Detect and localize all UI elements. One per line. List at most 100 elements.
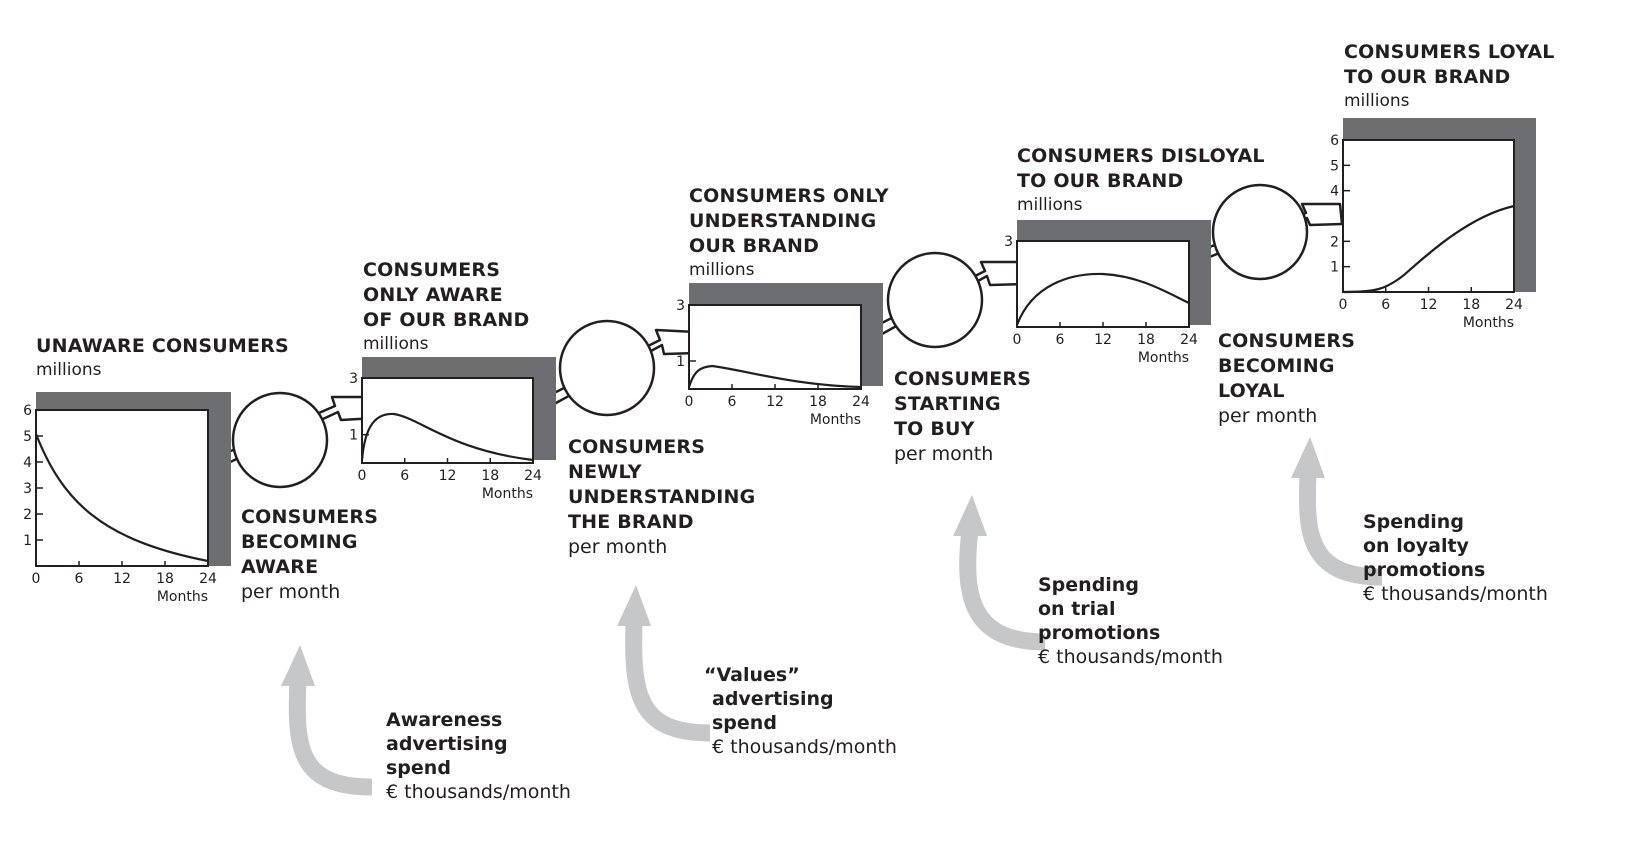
chart-area-4 [1016, 240, 1190, 328]
x-axis-label: Months [157, 589, 208, 605]
stock-title-unaware: UNAWARE CONSUMERS [36, 335, 289, 357]
valves [231, 183, 1309, 489]
stock-unit-understanding: millions [689, 260, 755, 280]
stock-label-unaware: UNAWARE CONSUMERS millions [36, 334, 289, 381]
x-tick-label: 12 [766, 394, 784, 410]
spend-unit-loyalty: € thousands/month [1363, 583, 1548, 605]
y-tick-label: 3 [23, 481, 32, 497]
stock-unit-loyal: millions [1344, 91, 1410, 111]
x-axis-label: Months [810, 412, 861, 428]
loyalty-spend-arrow [1298, 471, 1383, 586]
spend-unit-values: € thousands/month [712, 736, 897, 758]
flow-unit-becoming-loyal: per month [1218, 405, 1318, 427]
x-tick-label: 18 [481, 468, 499, 484]
x-tick-label: 18 [1137, 332, 1155, 348]
flow-unit-starting-to-buy: per month [894, 443, 994, 465]
arrowhead-3 [953, 495, 987, 536]
chart-area-3 [688, 304, 862, 390]
trial-spend-arrow [959, 529, 1046, 651]
flow-label-becoming-loyal: CONSUMERS BECOMING LOYAL per month [1218, 329, 1355, 428]
valve-becoming-aware [231, 391, 329, 489]
curve-aware [360, 412, 534, 462]
stock-boxes [35, 118, 1536, 567]
x-tick-label: 0 [685, 394, 694, 410]
x-tick-label: 12 [1094, 332, 1112, 348]
y-tick-label: 3 [676, 298, 685, 314]
y-tick-label: 2 [23, 507, 32, 523]
values-spend-arrow [625, 619, 711, 742]
x-tick-label: 0 [358, 468, 367, 484]
curve-loyal [1342, 204, 1515, 294]
y-tick-label: 6 [1330, 133, 1339, 149]
x-tick-label: 0 [1339, 297, 1348, 313]
x-tick-label: 0 [1013, 332, 1022, 348]
spend-label-values: “Values” advertising spend € thousands/m… [704, 663, 897, 759]
curve-disloyal [1015, 272, 1190, 326]
spend-unit-awareness: € thousands/month [386, 781, 571, 803]
arrowhead-4 [1291, 437, 1325, 478]
y-tick-label: 1 [349, 428, 358, 444]
x-tick-label: 24 [524, 468, 542, 484]
spend-title-awareness: Awareness advertising spend [386, 709, 508, 779]
x-tick-label: 6 [75, 571, 84, 587]
spend-title-loyalty: Spending on loyalty promotions [1363, 511, 1486, 581]
x-tick-label: 6 [1381, 297, 1390, 313]
y-tick-label: 6 [23, 403, 32, 419]
influence-arrowheads [281, 437, 1325, 686]
valve-starting-to-buy [886, 251, 984, 349]
flow-title-starting-to-buy: CONSUMERS STARTING TO BUY [894, 368, 1032, 440]
chart-area-5 [1342, 139, 1515, 293]
influence-arrows [288, 471, 1383, 796]
x-tick-label: 0 [32, 571, 41, 587]
stock-box-aware [361, 357, 556, 464]
x-tick-label: 6 [400, 468, 409, 484]
x-axis-label: Months [1138, 350, 1189, 366]
spend-label-loyalty: Spending on loyalty promotions € thousan… [1363, 510, 1548, 606]
spend-unit-trial: € thousands/month [1038, 646, 1223, 668]
arrowhead-1 [281, 645, 315, 686]
spend-label-trial: Spending on trial promotions € thousands… [1038, 573, 1223, 669]
flow-label-starting-to-buy: CONSUMERS STARTING TO BUY per month [894, 367, 1031, 466]
flow-title-newly-understanding: CONSUMERS NEWLY UNDERSTANDING THE BRAND [568, 436, 756, 533]
stock-label-loyal: CONSUMERS LOYAL TO OUR BRAND millions [1344, 40, 1555, 112]
curve-understanding [687, 364, 862, 389]
stock-title-understanding: CONSUMERS ONLY UNDERSTANDING OUR BRAND [689, 185, 889, 257]
x-tick-label: 12 [439, 468, 457, 484]
chart-area-1 [35, 409, 209, 567]
arrowhead-2 [617, 585, 651, 626]
y-tick-label: 2 [1330, 234, 1339, 250]
spend-title-values: “Values” advertising spend [704, 664, 834, 734]
valve-becoming-loyal [1211, 183, 1309, 281]
y-tick-label: 3 [1004, 234, 1013, 250]
valve-newly-understanding [558, 319, 656, 417]
flow-unit-becoming-aware: per month [241, 581, 341, 603]
y-tick-label: 4 [1330, 184, 1339, 200]
y-tick-label: 3 [349, 371, 358, 387]
spend-title-trial: Spending on trial promotions [1038, 574, 1161, 644]
y-tick-label: 1 [23, 533, 32, 549]
x-tick-label: 12 [1420, 297, 1438, 313]
flow-title-becoming-aware: CONSUMERS BECOMING AWARE [241, 506, 379, 578]
curve-unaware [34, 433, 209, 563]
stock-unit-unaware: millions [36, 360, 102, 380]
chart-area-2 [361, 377, 534, 464]
x-axis-label: Months [482, 486, 533, 502]
x-tick-label: 6 [728, 394, 737, 410]
stock-label-disloyal: CONSUMERS DISLOYAL TO OUR BRAND millions [1017, 144, 1265, 216]
stock-label-aware: CONSUMERS ONLY AWARE OF OUR BRAND millio… [363, 258, 529, 355]
flow-title-becoming-loyal: CONSUMERS BECOMING LOYAL [1218, 330, 1356, 402]
x-tick-label: 24 [199, 571, 217, 587]
stock-label-understanding: CONSUMERS ONLY UNDERSTANDING OUR BRAND m… [689, 184, 889, 281]
x-tick-label: 18 [809, 394, 827, 410]
y-tick-label: 4 [23, 455, 32, 471]
stock-unit-disloyal: millions [1017, 195, 1083, 215]
stock-title-loyal: CONSUMERS LOYAL TO OUR BRAND [1344, 41, 1555, 88]
flow-unit-newly-understanding: per month [568, 536, 668, 558]
stock-box-loyal [1342, 118, 1536, 293]
x-tick-label: 24 [1180, 332, 1198, 348]
y-tick-label: 5 [1330, 158, 1339, 174]
stock-box-disloyal [1016, 220, 1211, 328]
stock-title-disloyal: CONSUMERS DISLOYAL TO OUR BRAND [1017, 145, 1265, 192]
